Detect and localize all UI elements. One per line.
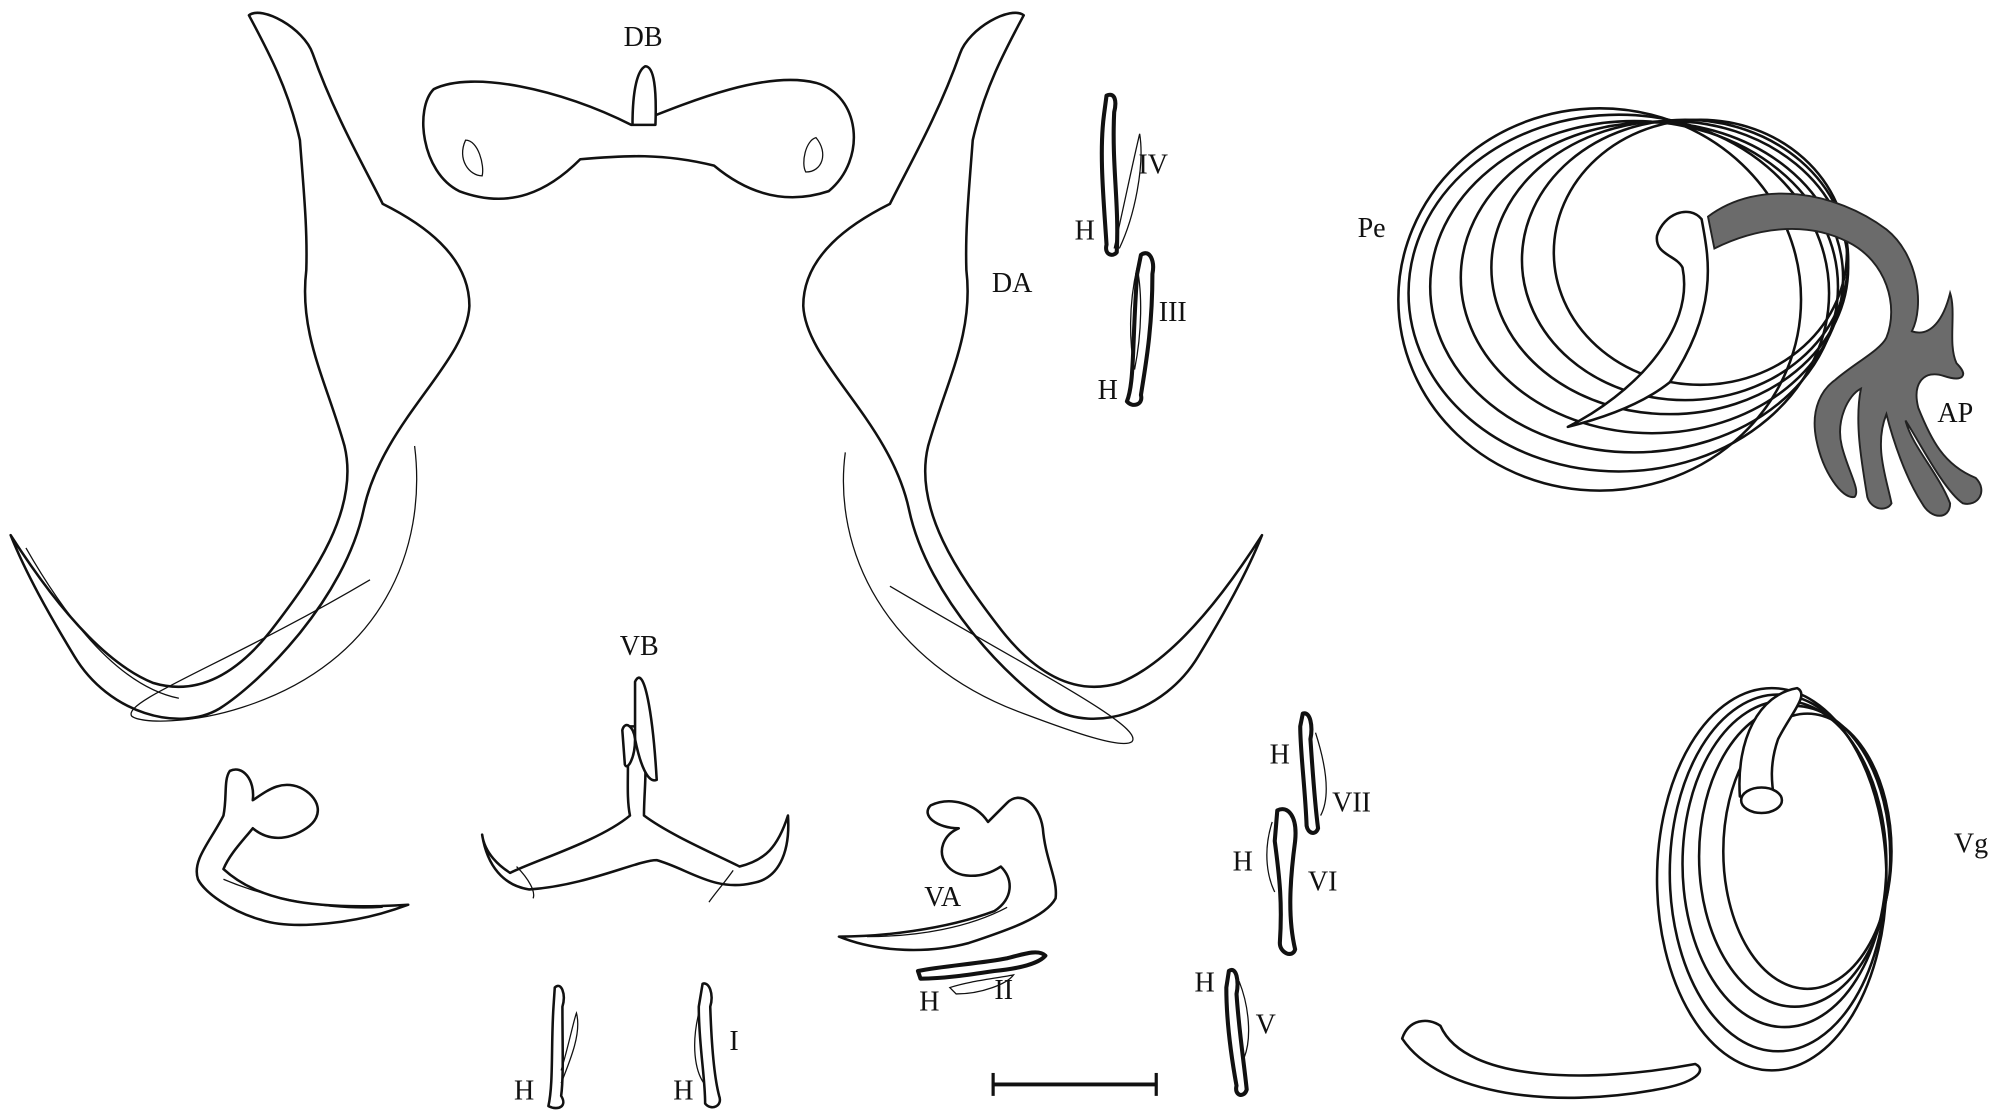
label-h-i: H bbox=[673, 1076, 693, 1107]
label-h-iii: H bbox=[1098, 375, 1118, 406]
label-pe: Pe bbox=[1358, 213, 1386, 244]
hook-vi bbox=[1266, 807, 1298, 956]
label-iii: III bbox=[1159, 297, 1187, 328]
accessory-piece bbox=[1706, 192, 1983, 517]
label-vi: VI bbox=[1308, 867, 1338, 898]
scale-bar bbox=[991, 1072, 1158, 1096]
hook-ii bbox=[915, 950, 1048, 995]
label-vb: VB bbox=[620, 631, 659, 662]
dorsal-anchor-left bbox=[9, 11, 471, 722]
hook-vii bbox=[1298, 711, 1327, 835]
label-v: V bbox=[1256, 1009, 1276, 1040]
hook-iii bbox=[1124, 251, 1156, 407]
label-h-ii: H bbox=[919, 987, 939, 1018]
dorsal-bar bbox=[422, 64, 856, 200]
hook-iv bbox=[1099, 92, 1142, 257]
penis-coil bbox=[1397, 107, 1850, 492]
label-va: VA bbox=[924, 882, 962, 913]
label-h-left: H bbox=[514, 1076, 534, 1107]
hook-i bbox=[694, 982, 722, 1109]
label-h-vi: H bbox=[1233, 846, 1253, 877]
ventral-bar bbox=[480, 676, 790, 903]
label-da: DA bbox=[992, 268, 1033, 299]
hook-h-left bbox=[547, 984, 579, 1110]
label-vii: VII bbox=[1332, 788, 1371, 819]
label-h-iv: H bbox=[1075, 216, 1095, 247]
label-i: I bbox=[729, 1026, 738, 1057]
label-iv: IV bbox=[1138, 149, 1168, 180]
label-ii: II bbox=[994, 975, 1013, 1006]
label-db: DB bbox=[624, 22, 663, 53]
vagina-coil bbox=[1400, 686, 1893, 1100]
hook-v bbox=[1224, 967, 1250, 1097]
label-h-v: H bbox=[1194, 967, 1214, 998]
label-h-vii: H bbox=[1270, 739, 1290, 770]
label-vg: Vg bbox=[1954, 828, 1988, 859]
ventral-anchor-left bbox=[195, 768, 410, 927]
label-ap: AP bbox=[1937, 398, 1973, 429]
dorsal-anchor-right bbox=[801, 11, 1264, 745]
ventral-anchor-right bbox=[837, 796, 1058, 952]
